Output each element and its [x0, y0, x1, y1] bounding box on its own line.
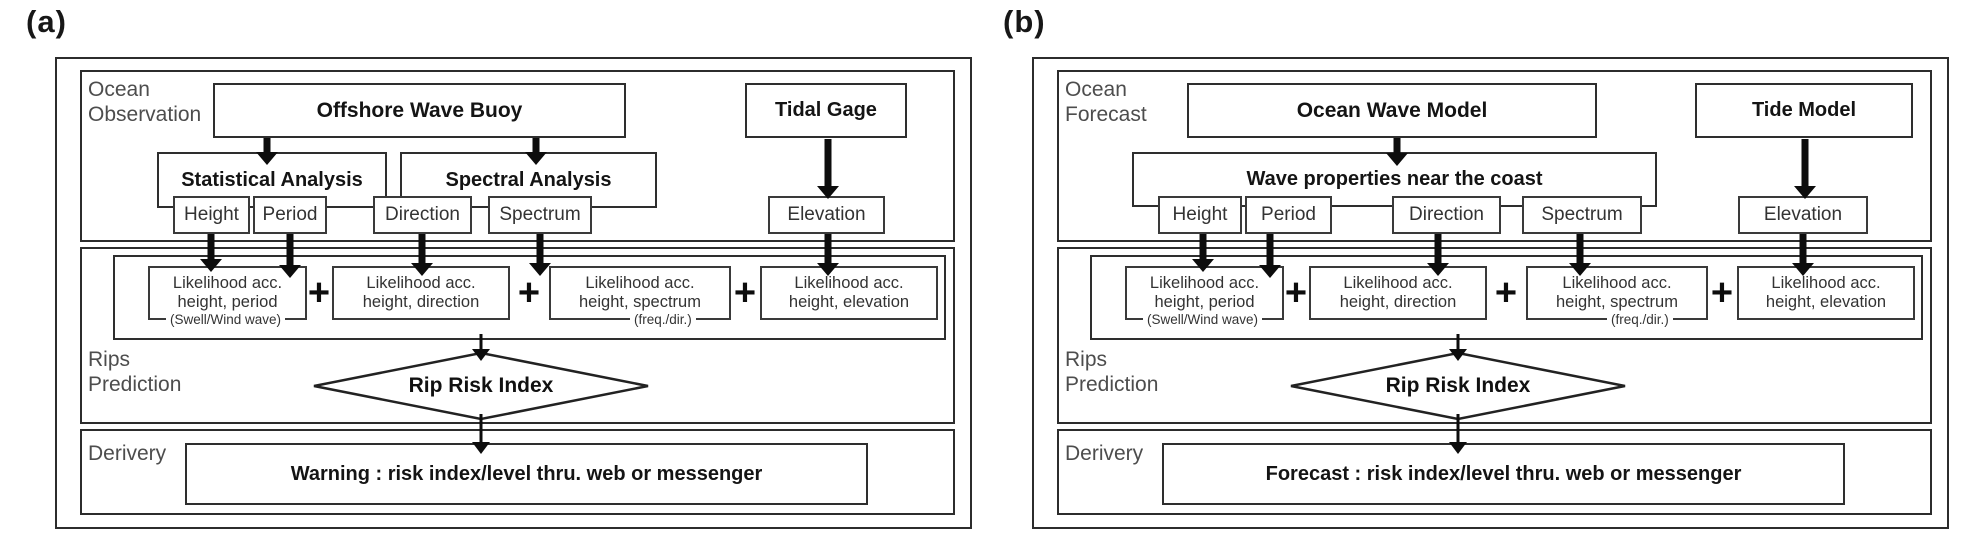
- elevation-box: Elevation: [768, 196, 885, 234]
- arrow-diamond-to-warning: [472, 414, 490, 454]
- arrow-spectrum-down: [529, 234, 551, 276]
- plus-sign: +: [1284, 272, 1308, 314]
- forecast-output-box: Forecast : risk index/level thru. web or…: [1162, 443, 1845, 505]
- freq-dir-note: (freq./dir.): [630, 312, 696, 327]
- offshore-wave-buoy-box: Offshore Wave Buoy: [213, 83, 626, 138]
- arrow-diamond-to-forecast: [1449, 414, 1467, 454]
- period-box: Period: [253, 196, 327, 234]
- likelihood-height-elevation-box: Likelihood acc. height, elevation: [760, 266, 938, 320]
- arrow-likelihood-to-diamond: [472, 334, 490, 361]
- direction-box: Direction: [373, 196, 472, 234]
- likelihood-height-elevation-box: Likelihood acc. height, elevation: [1737, 266, 1915, 320]
- rip-risk-index-diamond: Rip Risk Index: [1288, 351, 1628, 421]
- period-box: Period: [1245, 196, 1332, 234]
- warning-output-box: Warning : risk index/level thru. web or …: [185, 443, 868, 505]
- arrow-elevation-down: [817, 234, 839, 276]
- height-box: Height: [173, 196, 250, 234]
- arrow-direction-down: [411, 234, 433, 276]
- label-delivery: Derivery: [1065, 442, 1144, 465]
- arrow-tidalgage-to-elevation: [817, 139, 839, 199]
- swell-wind-wave-note: (Swell/Wind wave): [1143, 312, 1263, 327]
- likelihood-height-spectrum-box: Likelihood acc. height, spectrum: [1526, 266, 1708, 320]
- label-rips-prediction: Rips Prediction: [1065, 348, 1159, 396]
- rip-risk-index-label: Rip Risk Index: [408, 374, 554, 397]
- panel-forecast: (b) Ocean Forecast Rips Prediction Deriv…: [977, 0, 1959, 541]
- tidal-gage-box: Tidal Gage: [745, 83, 907, 138]
- arrow-direction-down: [1427, 234, 1449, 276]
- plus-sign: +: [1710, 272, 1734, 314]
- arrow-elevation-down: [1792, 234, 1814, 276]
- swell-wind-wave-note: (Swell/Wind wave): [166, 312, 286, 327]
- plus-sign: +: [733, 272, 757, 314]
- label-delivery: Derivery: [88, 442, 167, 465]
- label-ocean-forecast: Ocean Forecast: [1065, 78, 1147, 126]
- tide-model-box: Tide Model: [1695, 83, 1913, 138]
- spectrum-box: Spectrum: [1522, 196, 1642, 234]
- arrow-height-down: [200, 234, 222, 272]
- arrow-height-down: [1192, 234, 1214, 272]
- ocean-wave-model-box: Ocean Wave Model: [1187, 83, 1597, 138]
- panel-a-tag: (a): [26, 4, 67, 39]
- arrow-buoy-to-statistical: [256, 138, 278, 165]
- direction-box: Direction: [1392, 196, 1501, 234]
- panel-observation: (a) Ocean Observation Rips Prediction De…: [26, 4, 972, 529]
- arrow-tidemodel-to-elevation: [1794, 139, 1816, 199]
- rip-risk-index-label: Rip Risk Index: [1385, 374, 1531, 397]
- arrow-model-to-waveproperties: [1386, 138, 1408, 166]
- freq-dir-note: (freq./dir.): [1607, 312, 1673, 327]
- rip-risk-index-diamond: Rip Risk Index: [311, 351, 651, 421]
- panel-b-frame: [1032, 57, 1949, 529]
- plus-sign: +: [1494, 272, 1518, 314]
- label-rips-prediction: Rips Prediction: [88, 348, 182, 396]
- panel-b-tag: (b): [1003, 4, 1046, 39]
- elevation-box: Elevation: [1738, 196, 1868, 234]
- arrow-period-down: [1259, 234, 1281, 278]
- arrow-likelihood-to-diamond: [1449, 334, 1467, 361]
- arrow-buoy-to-spectral: [525, 138, 547, 165]
- spectrum-box: Spectrum: [488, 196, 592, 234]
- likelihood-height-direction-box: Likelihood acc. height, direction: [1309, 266, 1487, 320]
- panel-a-frame: [55, 57, 972, 529]
- arrow-period-down: [279, 234, 301, 278]
- arrow-spectrum-down: [1569, 234, 1591, 276]
- height-box: Height: [1158, 196, 1242, 234]
- plus-sign: +: [307, 272, 331, 314]
- plus-sign: +: [517, 272, 541, 314]
- label-ocean-observation: Ocean Observation: [88, 78, 202, 126]
